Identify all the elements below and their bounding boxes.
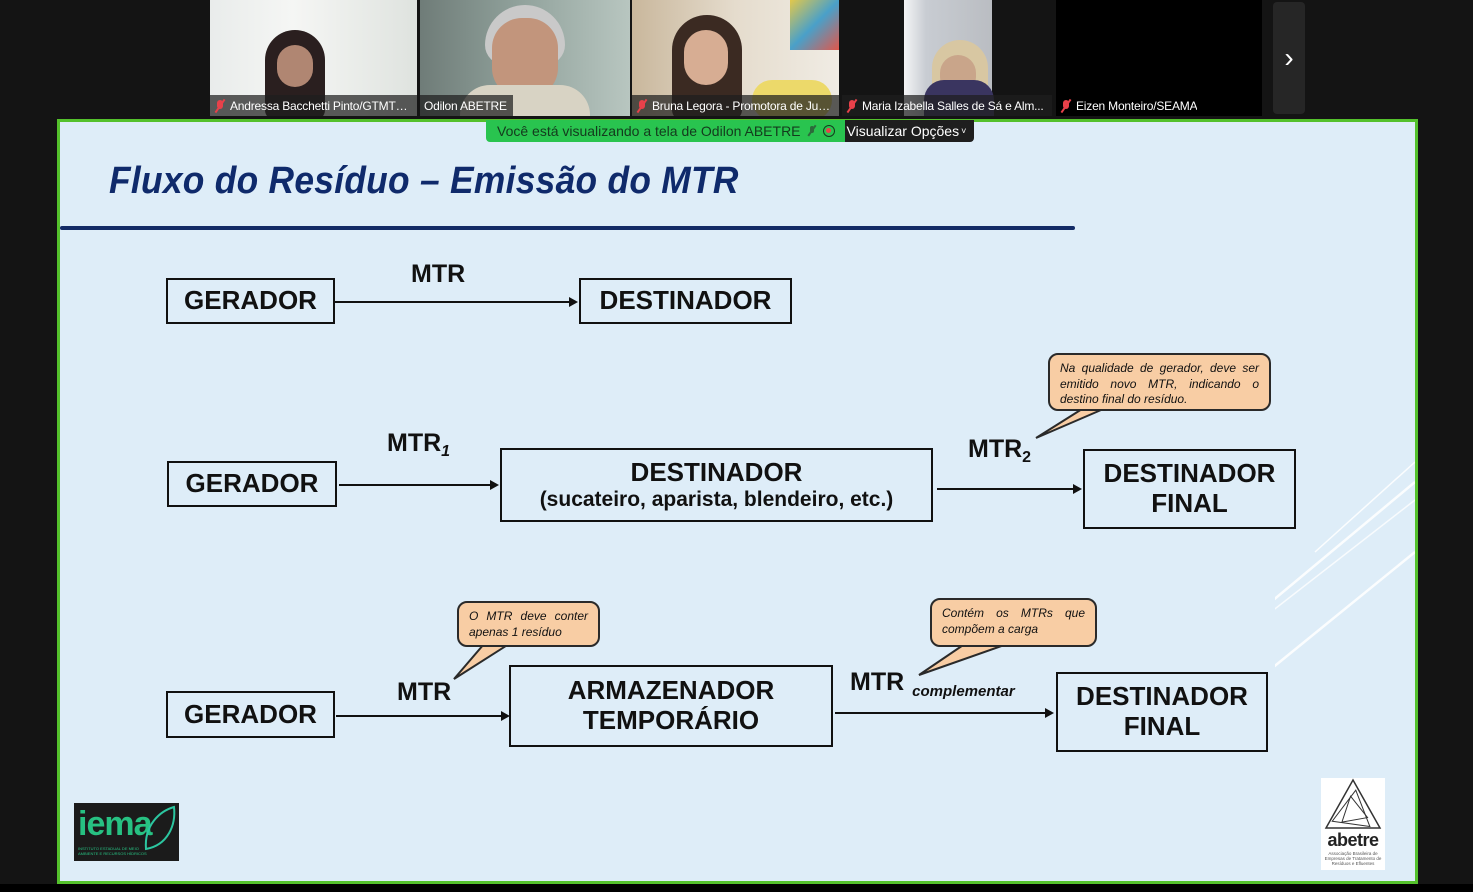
mtr-suffix: complementar [912, 683, 1015, 700]
participant-name: Eizen Monteiro/SEAMA [1076, 98, 1198, 113]
box-label: DESTINADOR [1103, 458, 1276, 489]
abetre-logo: abetre Associação Brasileira de Empresas… [1321, 778, 1385, 870]
box-label: GERADOR [184, 285, 317, 316]
receiver-box-row1: DESTINADOR [579, 278, 792, 324]
title-divider [60, 226, 1075, 230]
mtr-text: MTR [850, 668, 905, 696]
caret-down-icon: ˅ [961, 126, 967, 136]
participant-name-bar: Maria Izabella Salles de Sá e Alm... [842, 95, 1052, 116]
participant-name-bar: Andressa Bacchetti Pinto/GTMTR... [210, 95, 417, 116]
box-label: ARMAZENADOR [567, 675, 775, 706]
participant-name-bar: Odilon ABETRE [420, 95, 513, 116]
participant-name: Maria Izabella Salles de Sá e Alm... [862, 98, 1044, 113]
final-receiver-box-row3: DESTINADOR FINAL [1056, 672, 1268, 752]
temporary-storage-box: ARMAZENADOR TEMPORÁRIO [509, 665, 833, 747]
generator-box-row2: GERADOR [167, 461, 337, 507]
next-participants-button[interactable]: › [1273, 2, 1305, 114]
participant-name-bar: Bruna Legora - Promotora de Jus... [632, 95, 839, 116]
mtr-subscript: 1 [441, 443, 451, 460]
arrow-right [336, 711, 510, 721]
arrow-right [335, 297, 578, 307]
mtr-subscript: 2 [1022, 449, 1032, 466]
arrow-label-mtr: MTR [397, 678, 452, 706]
generator-box-row3: GERADOR [166, 691, 335, 738]
box-label: DESTINADOR [599, 285, 772, 316]
abetre-wordmark: abetre [1327, 830, 1379, 850]
decorative-lines [1275, 461, 1415, 668]
recording-icon [822, 125, 835, 137]
share-status: Você está visualizando a tela de Odilon … [486, 120, 845, 142]
generator-box-row1: GERADOR [166, 278, 335, 324]
mic-muted-icon [1060, 99, 1072, 113]
view-options-button[interactable]: Visualizar Opções ˅ [844, 120, 975, 142]
leaf-icon [144, 805, 176, 851]
triangle-logo-icon [1324, 778, 1382, 829]
intermediate-receiver-box: DESTINADOR (sucateiro, aparista, blendei… [500, 448, 933, 522]
box-label-line2: FINAL [1151, 488, 1228, 518]
box-label: DESTINADOR [630, 456, 803, 487]
arrow-label-mtr1: MTR1 [387, 429, 450, 461]
mtr-text: MTR [968, 435, 1023, 463]
shared-screen-slide: Fluxo do Resíduo – Emissão do MTR GERADO… [57, 119, 1418, 884]
participant-tile[interactable]: Andressa Bacchetti Pinto/GTMTR... [210, 0, 417, 116]
screen-share-banner: Você está visualizando a tela de Odilon … [486, 120, 975, 142]
slide-title: Fluxo do Resíduo – Emissão do MTR [109, 160, 739, 202]
callout-single-residue: O MTR deve conter apenas 1 resíduo [457, 601, 600, 647]
mic-muted-icon [214, 99, 226, 113]
arrow-label-mtr-complementar: MTR complementar [850, 668, 1015, 700]
iema-subtitle: INSTITUTO ESTADUAL DE MEIO AMBIENTE E RE… [78, 846, 147, 857]
iema-logo: iema INSTITUTO ESTADUAL DE MEIO AMBIENTE… [74, 803, 179, 861]
final-receiver-box-row2: DESTINADOR FINAL [1083, 449, 1296, 529]
participant-name: Odilon ABETRE [424, 98, 507, 113]
mic-muted-icon [807, 125, 817, 137]
participant-tile[interactable]: Maria Izabella Salles de Sá e Alm... [842, 0, 1052, 116]
participant-name: Bruna Legora - Promotora de Jus... [652, 98, 833, 113]
participant-tile-active-speaker[interactable]: Odilon ABETRE [420, 0, 630, 116]
mic-muted-icon [846, 99, 858, 113]
participant-tile[interactable]: Bruna Legora - Promotora de Jus... [632, 0, 839, 116]
arrow-right [835, 708, 1054, 718]
iema-wordmark: iema [78, 805, 152, 843]
share-status-text: Você está visualizando a tela de Odilon … [497, 123, 801, 139]
arrow-label-mtr: MTR [411, 260, 466, 288]
box-label: DESTINADOR [1076, 681, 1248, 712]
view-options-label: Visualizar Opções [846, 123, 960, 139]
meeting-toolbar-edge [0, 884, 1473, 892]
box-label-line2: FINAL [1123, 711, 1201, 741]
mic-muted-icon [636, 99, 648, 113]
participant-tile-video-off[interactable]: Eizen Monteiro/SEAMA [1056, 0, 1262, 116]
arrow-right [937, 484, 1082, 494]
chevron-right-icon: › [1284, 42, 1294, 73]
callout-new-mtr: Na qualidade de gerador, deve ser emitid… [1048, 353, 1271, 411]
box-label: GERADOR [185, 468, 319, 499]
mtr-text: MTR [387, 429, 442, 457]
box-sublabel: (sucateiro, aparista, blendeiro, etc.) [539, 487, 894, 511]
arrow-right [339, 480, 499, 490]
participant-name: Andressa Bacchetti Pinto/GTMTR... [230, 98, 411, 113]
box-label-line2: TEMPORÁRIO [582, 705, 760, 735]
arrow-label-mtr2: MTR2 [968, 435, 1031, 467]
callout-load-mtrs: Contém os MTRs que compõem a carga [930, 598, 1097, 647]
abetre-subtitle: Associação Brasileira de Empresas de Tra… [1324, 851, 1382, 867]
participant-name-bar: Eizen Monteiro/SEAMA [1056, 95, 1203, 116]
box-label: GERADOR [184, 698, 317, 729]
